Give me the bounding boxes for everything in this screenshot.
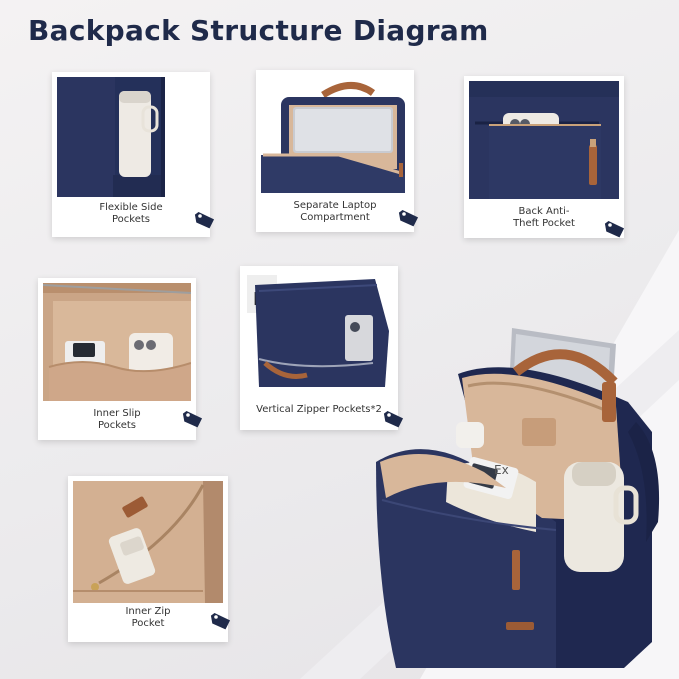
card-vertical-zipper-pockets: ER Vertical Zipper Pockets*2: [240, 266, 398, 430]
inner-slip-pockets-photo: [43, 283, 191, 401]
inner-zip-pocket-photo: [73, 481, 223, 603]
price-tag-icon: [210, 613, 231, 630]
vertical-zipper-pockets-photo: ER: [245, 271, 393, 393]
card-inner-slip-pockets: Inner Slip Pockets: [38, 278, 196, 440]
card-label: Inner Slip Pockets: [93, 408, 141, 431]
card-label: Vertical Zipper Pockets*2: [256, 404, 382, 415]
card-inner-zip-pocket: Inner Zip Pocket: [68, 476, 228, 642]
card-label: Separate Laptop Compartment: [293, 200, 377, 223]
card-label: Back Anti- Theft Pocket: [513, 206, 575, 229]
price-tag-icon: [194, 212, 215, 229]
anti-theft-pocket-photo: [469, 81, 619, 199]
svg-text:Ex: Ex: [494, 463, 509, 477]
card-back-anti-theft-pocket: Back Anti- Theft Pocket: [464, 76, 624, 238]
open-backpack-illustration: Ex: [376, 328, 660, 668]
price-tag-icon: [398, 210, 419, 227]
price-tag-icon: [383, 411, 404, 428]
card-flexible-side-pockets: Flexible Side Pockets: [52, 72, 210, 237]
card-label: Inner Zip Pocket: [125, 606, 171, 629]
price-tag-icon: [604, 221, 625, 238]
laptop-compartment-photo: [261, 75, 409, 193]
side-pocket-photo: [57, 77, 205, 197]
page-title: Backpack Structure Diagram: [28, 14, 489, 47]
card-separate-laptop-compartment: Separate Laptop Compartment: [256, 70, 414, 232]
price-tag-icon: [182, 411, 203, 428]
card-label: Flexible Side Pockets: [99, 202, 163, 225]
